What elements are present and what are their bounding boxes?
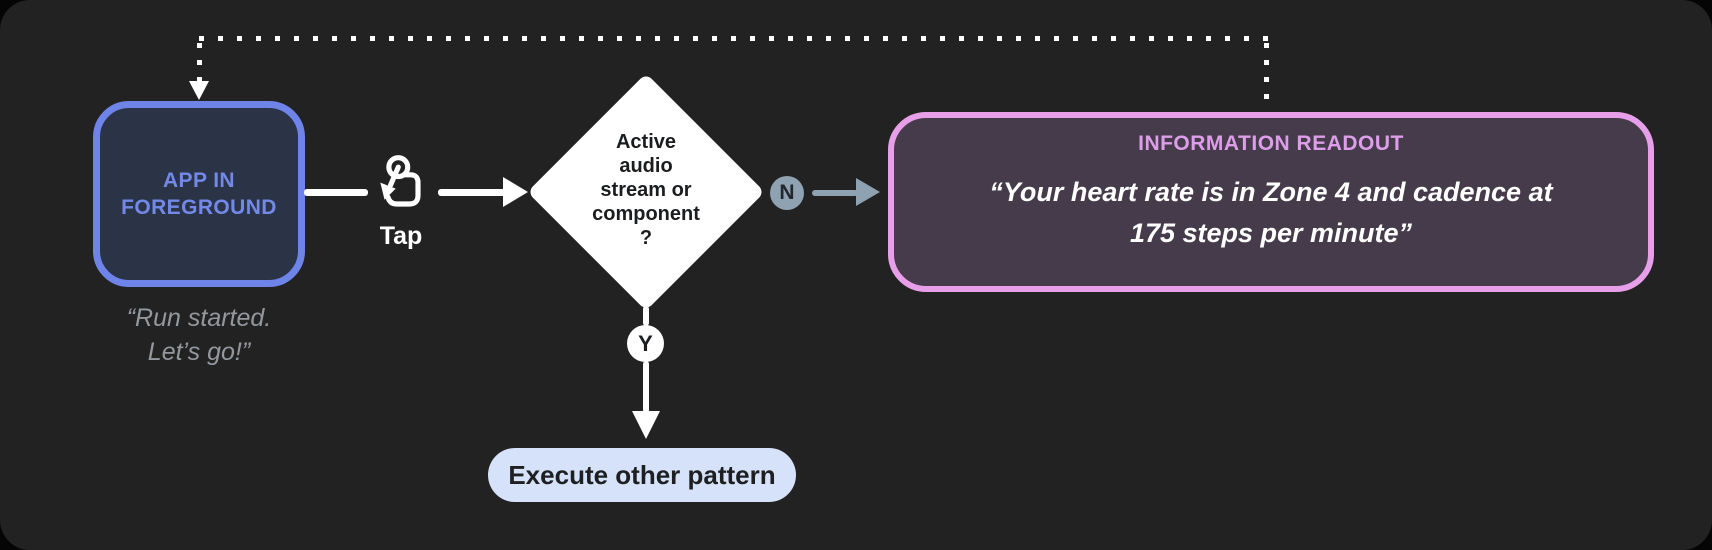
readout-title: INFORMATION READOUT	[1138, 132, 1404, 155]
tap-label: Tap	[379, 222, 423, 250]
node-information-readout: INFORMATION READOUT “Your heart rate is …	[888, 112, 1654, 292]
feedback-loop-line-right	[1264, 43, 1269, 105]
node-app-in-foreground: APP IN FOREGROUND	[93, 101, 305, 287]
arrowhead-into-decision-icon	[503, 177, 528, 207]
feedback-loop-line-horizontal	[199, 36, 1268, 41]
connector-app-to-tap	[304, 189, 368, 196]
branch-no-badge: N	[770, 176, 804, 210]
connector-yes-to-action	[643, 361, 649, 413]
readout-quote: “Your heart rate is in Zone 4 and cadenc…	[989, 177, 1553, 248]
connector-tap-to-decision	[438, 189, 506, 196]
tap-gesture-icon	[370, 150, 430, 221]
arrowhead-into-action-icon	[632, 411, 660, 439]
connector-no-to-readout	[812, 190, 858, 196]
app-node-caption: “Run started. Let’s go!”	[126, 304, 272, 366]
feedback-loop-arrowhead-icon	[189, 81, 209, 100]
arrowhead-into-readout-icon	[856, 178, 880, 206]
connector-decision-to-yes-badge	[643, 306, 649, 326]
branch-yes-badge: Y	[627, 325, 664, 362]
decision-node-label: Active audio stream or component ?	[592, 131, 700, 249]
feedback-loop-line-left	[197, 43, 202, 81]
app-node-label: APP IN FOREGROUND	[121, 169, 277, 219]
node-execute-other-pattern: Execute other pattern	[488, 448, 796, 502]
